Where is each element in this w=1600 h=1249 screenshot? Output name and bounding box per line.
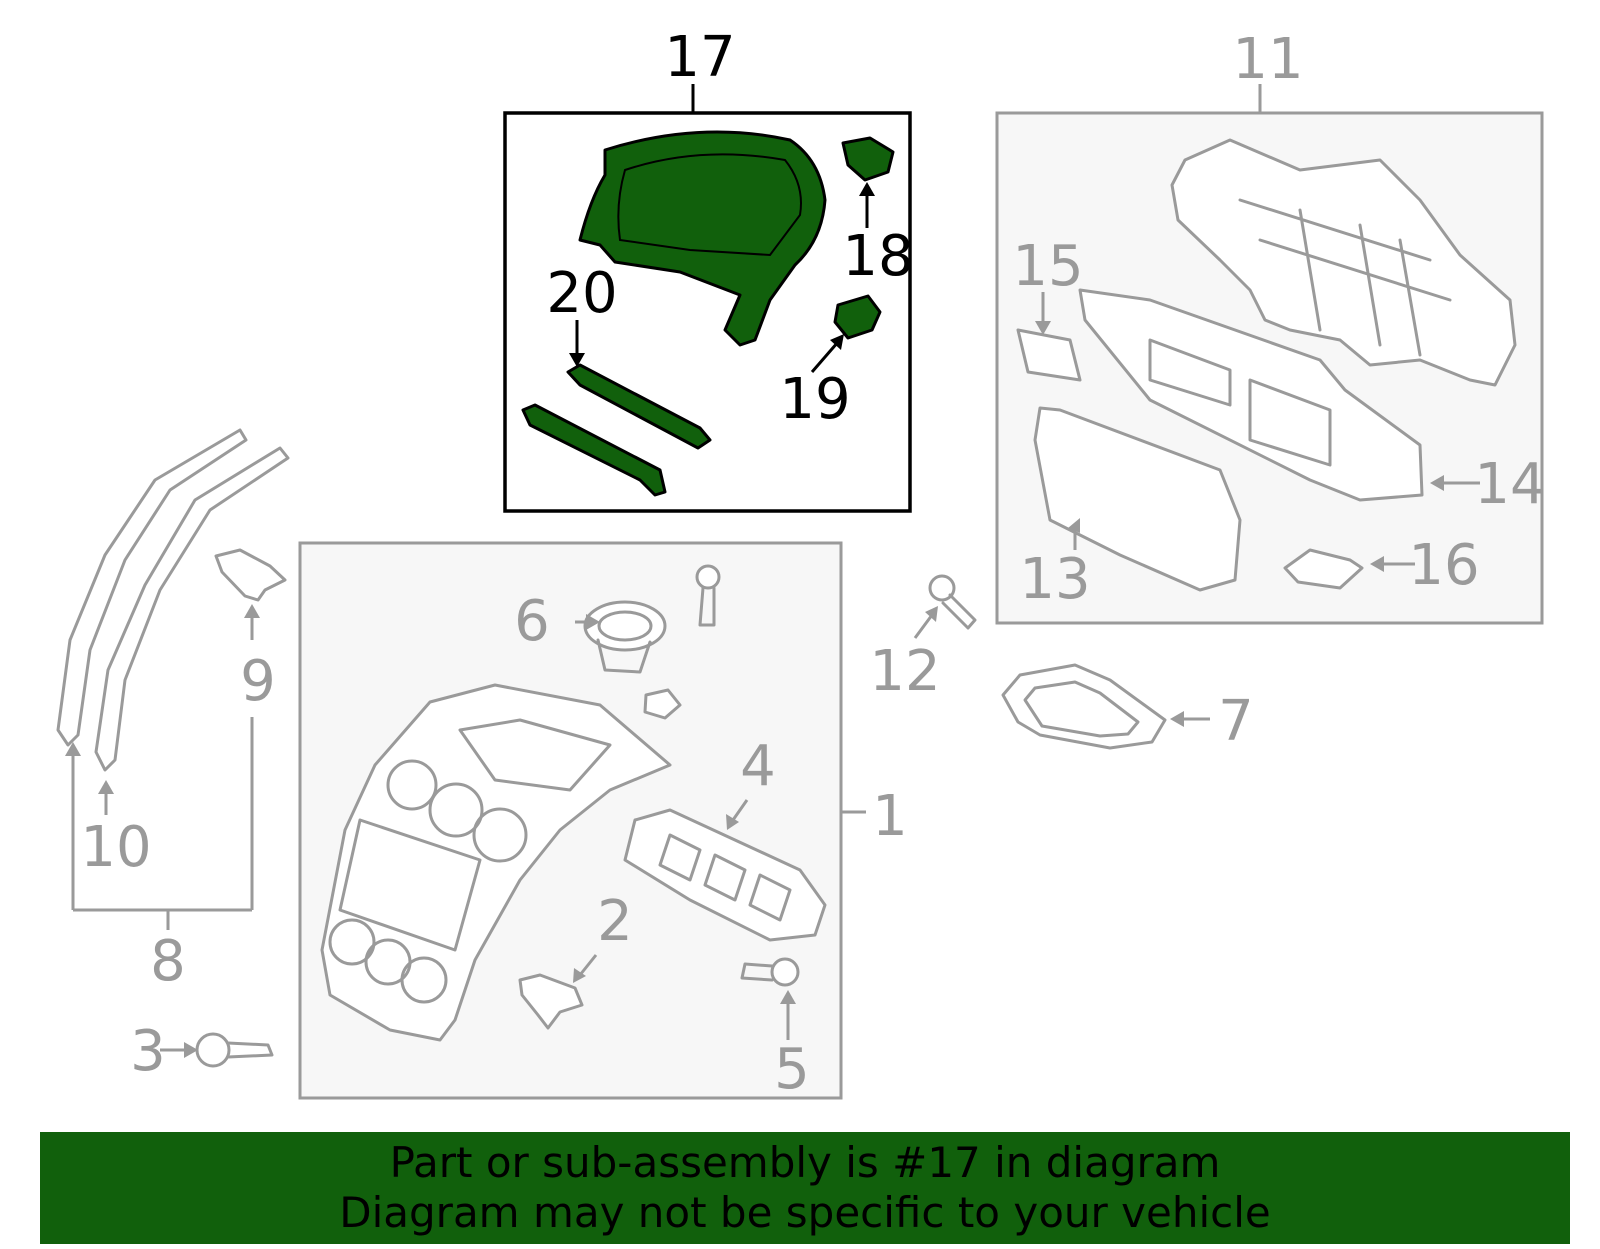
info-banner: Part or sub-assembly is #17 in diagram D… bbox=[40, 1132, 1570, 1244]
group-17: 17 18 19 20 bbox=[503, 25, 914, 513]
strip-20-part[interactable] bbox=[566, 363, 712, 450]
group-11: 11 15 14 13 16 bbox=[995, 27, 1546, 625]
group-8: 9 10 8 3 bbox=[56, 428, 290, 1084]
pad-15-part[interactable] bbox=[1016, 328, 1082, 382]
callout-8: 8 bbox=[150, 929, 186, 994]
callout-15: 15 bbox=[1012, 234, 1083, 299]
clip-18-part[interactable] bbox=[841, 136, 895, 182]
cap-16-part[interactable] bbox=[1283, 548, 1364, 590]
callout-6: 6 bbox=[514, 589, 550, 654]
callout-19: 19 bbox=[779, 367, 850, 432]
cluster-13-part[interactable] bbox=[1033, 406, 1242, 592]
callout-16: 16 bbox=[1408, 533, 1479, 598]
trim-strip-inner-part[interactable] bbox=[94, 446, 290, 772]
parts-diagram: 17 18 19 20 11 15 14 13 16 bbox=[56, 25, 1546, 1102]
callout-9: 9 bbox=[240, 649, 276, 714]
clip-19-part[interactable] bbox=[833, 294, 882, 340]
banner-line-1: Part or sub-assembly is #17 in diagram bbox=[389, 1138, 1221, 1187]
dash-frame-part[interactable] bbox=[1170, 138, 1517, 387]
screw-5-part[interactable] bbox=[770, 957, 800, 987]
speaker-6-part[interactable] bbox=[583, 600, 667, 652]
bezel-7-part[interactable] bbox=[1001, 663, 1167, 750]
callout-20: 20 bbox=[546, 261, 617, 326]
lower-strip-part[interactable] bbox=[521, 403, 667, 497]
callout-1: 1 bbox=[872, 784, 908, 849]
meter-hood-part[interactable] bbox=[578, 130, 827, 347]
callout-12: 12 bbox=[869, 639, 940, 704]
vent-4-part[interactable] bbox=[623, 808, 827, 942]
screw-12-part[interactable] bbox=[928, 574, 956, 602]
callout-7: 7 bbox=[1218, 689, 1254, 754]
callout-18: 18 bbox=[842, 224, 913, 289]
screw-3-part[interactable] bbox=[195, 1032, 231, 1068]
callout-5: 5 bbox=[774, 1037, 810, 1102]
trim-strip-outer-part[interactable] bbox=[56, 428, 248, 747]
callout-14: 14 bbox=[1474, 452, 1545, 517]
callout-17: 17 bbox=[664, 25, 735, 90]
callout-2: 2 bbox=[597, 889, 633, 954]
callout-11: 11 bbox=[1232, 27, 1303, 92]
clip-2-part[interactable] bbox=[518, 973, 584, 1030]
screw-top-part[interactable] bbox=[695, 564, 721, 590]
group-7-12: 12 7 bbox=[869, 574, 1254, 754]
clip-small-part[interactable] bbox=[643, 688, 682, 720]
callout-13: 13 bbox=[1019, 547, 1090, 612]
banner-line-2: Diagram may not be specific to your vehi… bbox=[339, 1188, 1271, 1237]
clip-9-part[interactable] bbox=[214, 548, 287, 602]
callout-10: 10 bbox=[80, 815, 151, 880]
group-1: 1 6 4 2 5 bbox=[298, 541, 908, 1102]
callout-4: 4 bbox=[740, 734, 776, 799]
callout-3: 3 bbox=[130, 1019, 166, 1084]
